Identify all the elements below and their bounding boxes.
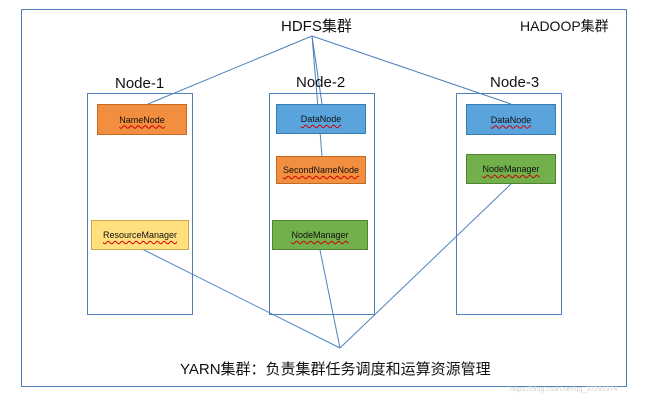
secondnamenode-box: SecondNameNode	[276, 156, 366, 184]
yarn-cluster-label: YARN集群：负责集群任务调度和运算资源管理	[180, 361, 491, 378]
watermark-text: https://blog.csdn.net/qq_37291374	[510, 386, 618, 393]
node-3-column	[456, 93, 562, 315]
node-3-datanode-box: DataNode	[466, 104, 556, 135]
namenode-box: NameNode	[97, 104, 187, 135]
yarn-line-node2-nodemanager	[319, 249, 341, 349]
resourcemanager-box: ResourceManager	[91, 220, 189, 250]
node-3-nodemanager-box: NodeManager	[466, 154, 556, 184]
node-2-nodemanager-box: NodeManager	[272, 220, 368, 250]
hdfs-line-secondnamenode	[311, 35, 323, 157]
yarn-line-node3-nodemanager	[339, 183, 512, 349]
node-3-title: Node-3	[490, 74, 540, 91]
hdfs-line-node3-datanode	[311, 35, 512, 105]
hadoop-cluster-frame	[21, 9, 627, 387]
node-1-column	[87, 93, 193, 315]
node-2-column	[269, 93, 375, 315]
hdfs-line-namenode	[147, 35, 313, 105]
hdfs-cluster-label: HDFS集群	[281, 18, 352, 35]
hadoop-cluster-label: HADOOP集群	[520, 18, 609, 34]
node-2-title: Node-2	[296, 74, 346, 91]
yarn-line-resourcemanager	[139, 247, 341, 349]
node-1-title: Node-1	[115, 75, 165, 92]
node-2-datanode-box: DataNode	[276, 104, 366, 134]
hdfs-line-node2-datanode	[311, 35, 323, 105]
